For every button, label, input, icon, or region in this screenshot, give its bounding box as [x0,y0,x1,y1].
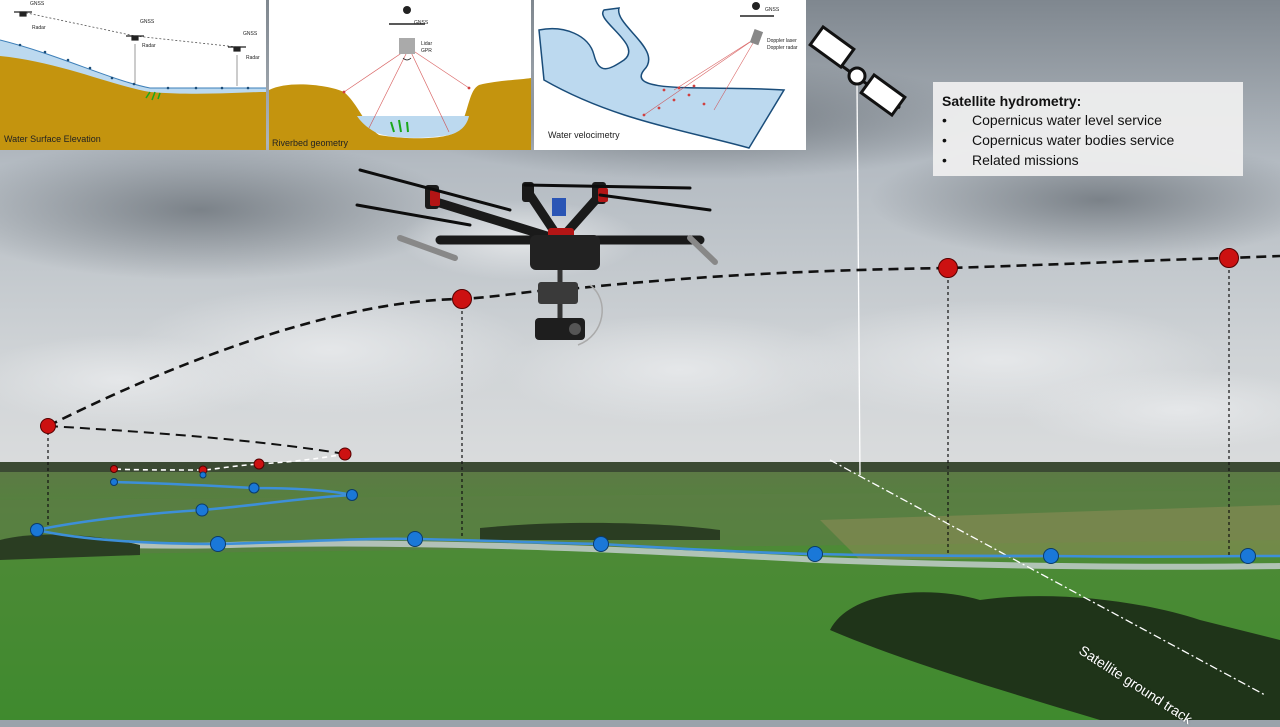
water-point [210,536,226,552]
flight-point [40,418,56,434]
drone-icon [355,168,718,346]
flight-point [253,458,265,470]
panel-title: Water velocimetry [548,130,620,140]
water-point [195,503,209,517]
sensor-label: Radar [32,25,46,31]
panel-riverbed-illustration [269,6,531,150]
panel-title: Water Surface Elevation [4,134,101,144]
infobox-title: Satellite hydrometry: [942,93,1082,109]
list-item-text: Related missions [972,152,1079,168]
doppler-icon [740,2,774,46]
satellite-ground-track [829,459,1266,696]
panel-water-velocimetry: GNSS Doppler laser Doppler radar Water v… [534,0,806,150]
panel-title: Riverbed geometry [272,138,349,148]
panel-water-surface-elevation: GNSS Radar GNSS Radar GNSS Radar Water S… [0,0,266,150]
sensor-label: GNSS [414,20,429,26]
brown-field [820,505,1280,560]
sensor-label: GNSS [765,7,780,13]
water-point [1043,548,1059,564]
satellite-hydrometry-box: Satellite hydrometry: • Copernicus water… [933,82,1243,176]
water-points [30,471,1256,564]
bullet: • [942,152,947,168]
flight-point [452,289,472,309]
hedgerow [480,522,720,540]
water-point [199,471,207,479]
flight-point [1219,248,1239,268]
water-point [346,489,358,501]
bullet: • [942,112,947,128]
river-course [9,540,1280,570]
bullet: • [942,132,947,148]
water-point [807,546,823,562]
panel-wse-illustration [0,11,266,150]
tree-cluster-right [830,592,1280,720]
sensor-label: Radar [246,55,260,61]
water-point [407,531,423,547]
panel-velocity-illustration [538,2,786,149]
satellite-nadir-line [856,84,861,476]
water-point [593,536,609,552]
sensor-label: GPR [421,48,432,54]
list-item-text: Copernicus water bodies service [972,132,1175,148]
sensor-label: Lidar [421,41,433,47]
sensor-label: GNSS [30,1,45,7]
sensor-label: Doppler radar [767,45,798,51]
sensor-label: GNSS [140,19,155,25]
sensor-label: Radar [142,43,156,49]
water-point [248,482,260,494]
satellite-icon [808,24,907,118]
water-point [1240,548,1256,564]
water-point [110,478,118,486]
panel-riverbed-geometry: GNSS Lidar GPR Riverbed geometry [269,0,531,150]
water-point [30,523,44,537]
flight-point [938,258,958,278]
list-item-text: Copernicus water level service [972,112,1162,128]
flight-point [110,465,118,473]
flight-path [47,254,1280,455]
drop-lines [47,258,1230,556]
lidar-icon [389,6,425,61]
flight-point [338,447,352,461]
flight-points [40,248,1239,475]
drone-icon [14,11,246,52]
sensor-label: GNSS [243,31,258,37]
sensor-label: Doppler laser [767,38,797,44]
